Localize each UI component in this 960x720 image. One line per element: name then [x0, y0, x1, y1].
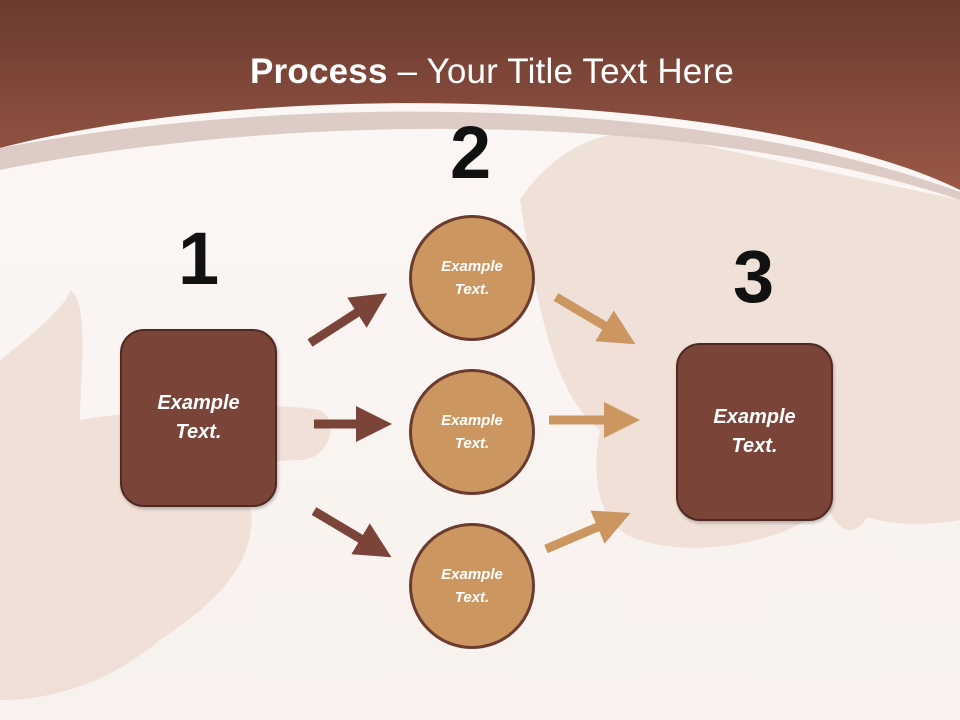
step-number-1: 1 [178, 217, 220, 300]
slide-title: Process – Your Title Text Here [0, 52, 960, 92]
step-2-circle-2: Example Text. [409, 369, 535, 495]
title-rest-part: – Your Title Text Here [387, 52, 734, 91]
title-bold-part: Process [250, 52, 388, 91]
step-2-circle-1: Example Text. [409, 215, 535, 341]
step-number-2: 2 [450, 111, 492, 194]
step-3-box: Example Text. [676, 343, 833, 521]
header-swoosh [0, 111, 960, 200]
step-2-circle-3: Example Text. [409, 523, 535, 649]
hand-silhouette-right [520, 132, 960, 548]
step-number-3: 3 [733, 235, 775, 318]
step-1-box: Example Text. [120, 329, 277, 507]
header-band [0, 0, 960, 190]
